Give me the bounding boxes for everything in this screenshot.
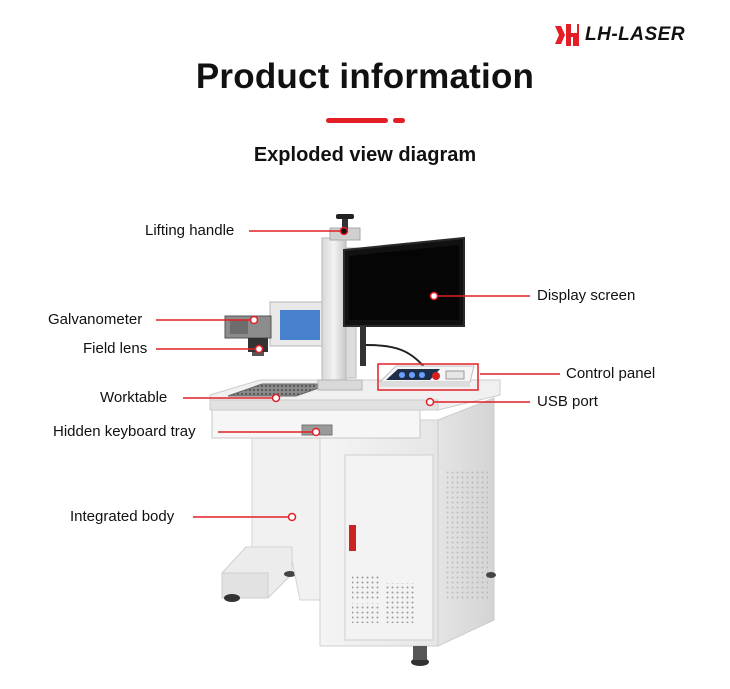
label-worktable: Worktable bbox=[100, 389, 168, 406]
brand-logo: LH-LASER bbox=[553, 22, 685, 48]
base-foot bbox=[221, 546, 296, 602]
label-usb-port: USB port bbox=[537, 393, 598, 410]
control-panel bbox=[378, 365, 475, 387]
label-display-screen: Display screen bbox=[537, 287, 636, 304]
title-underline-bar bbox=[326, 118, 388, 123]
page-title: Product information bbox=[195, 57, 535, 96]
laser-head bbox=[224, 301, 323, 356]
section-subtitle: Exploded view diagram bbox=[253, 144, 477, 166]
label-galvanometer: Galvanometer bbox=[48, 311, 143, 328]
label-hidden-keyboard-tray: Hidden keyboard tray bbox=[53, 423, 196, 440]
cabinet-indicator-red bbox=[349, 525, 356, 551]
monitor bbox=[343, 236, 465, 369]
title-underline-dot bbox=[393, 118, 405, 123]
label-control-panel: Control panel bbox=[566, 365, 656, 382]
control-panel-highlight bbox=[377, 363, 479, 391]
leader-lines bbox=[156, 230, 560, 518]
label-field-lens: Field lens bbox=[83, 340, 148, 357]
leader-markers bbox=[249, 226, 439, 522]
label-lifting-handle: Lifting handle bbox=[145, 222, 235, 239]
brand-name: LH-LASER bbox=[585, 24, 686, 45]
label-integrated-body: Integrated body bbox=[70, 508, 175, 525]
lh-logo-icon bbox=[555, 24, 579, 46]
cabinet bbox=[319, 397, 496, 666]
